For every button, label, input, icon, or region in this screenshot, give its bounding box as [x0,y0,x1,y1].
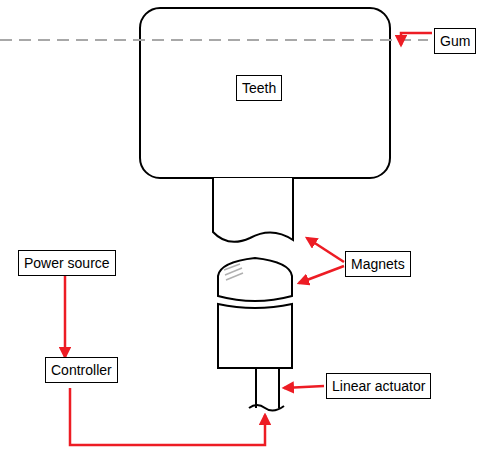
tooth-outline [140,8,390,178]
gum-line [0,39,428,41]
label-text: Gum [440,32,470,50]
label-box: Teeth [236,75,282,101]
label-box: Linear actuator [326,373,431,399]
actuator-rod [256,368,279,408]
label-text: Teeth [242,79,276,97]
control-wire [70,388,265,445]
label-text: Controller [51,361,112,379]
magnet-leader [307,238,344,262]
label-box: Power source [18,250,116,276]
label-text: Power source [24,254,110,272]
label-box: Gum [434,28,476,54]
label-text: Linear actuator [332,377,425,395]
label-box: Controller [45,357,118,383]
label-box: Magnets [345,251,411,277]
magnet-leader [299,266,344,283]
actuator-body [218,304,292,368]
actuator-leader [284,386,324,388]
label-text: Magnets [351,255,405,273]
magnet-shading [224,264,243,280]
lower-magnet [218,258,292,301]
connector-arrow [64,276,67,357]
upper-magnet [213,178,293,242]
gum-leader [401,33,432,45]
rod-break [249,405,284,411]
